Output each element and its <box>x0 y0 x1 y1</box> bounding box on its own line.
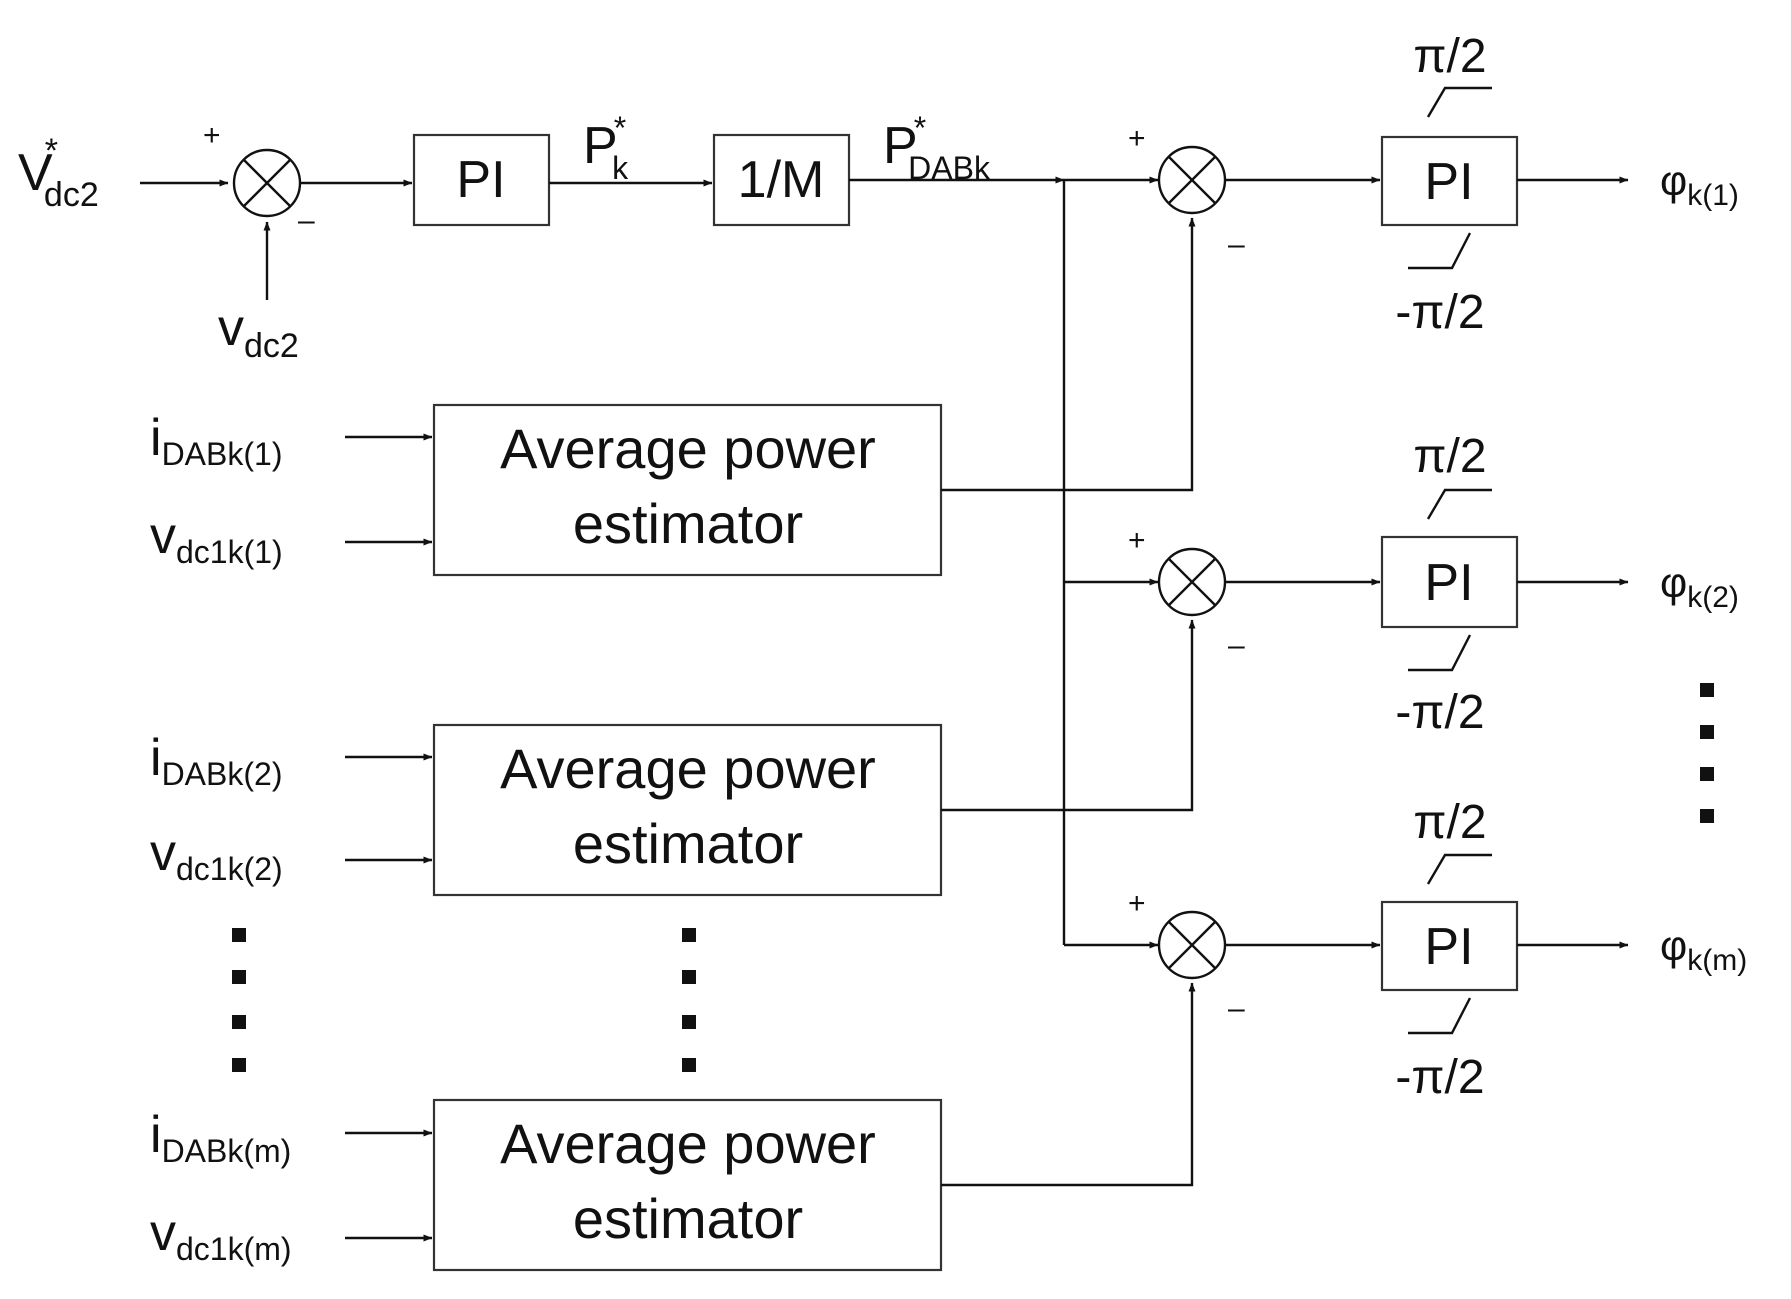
saturation-upper-1 <box>1426 86 1492 118</box>
vertical-ellipsis-right <box>1700 683 1714 823</box>
saturation-lower-m <box>1408 997 1472 1035</box>
upper-limit-label: π/2 <box>1413 430 1486 483</box>
vdc2-meas-label: vdc2 <box>218 299 299 365</box>
vdc1k-2-label: vdc1k(2) <box>150 824 283 887</box>
average-power-estimator-1: Average power estimator <box>432 403 943 577</box>
svg-text:estimator: estimator <box>573 812 803 875</box>
saturation-lower-1 <box>1408 232 1472 270</box>
svg-text:Average power: Average power <box>500 737 876 800</box>
summing-junction-1 <box>1157 145 1227 215</box>
plus-sign: + <box>1128 887 1146 920</box>
lower-limit-label: -π/2 <box>1395 286 1484 339</box>
svg-text:PI: PI <box>1424 554 1473 612</box>
upper-limit-label: π/2 <box>1413 796 1486 849</box>
inverse-m-block: 1/M <box>712 133 851 227</box>
minus-sign: – <box>1228 629 1245 662</box>
pdabk-ref-label: P*DABk <box>883 110 991 186</box>
pi-inner-block-m: PI <box>1380 900 1519 992</box>
output-phi-m: φk(m) <box>1660 922 1747 977</box>
estimator-row-m: iDABk(m) vdc1k(m) Average power estimato… <box>150 982 1196 1272</box>
vdc1k-m-label: vdc1k(m) <box>150 1204 292 1267</box>
i-dabk-2-label: iDABk(2) <box>150 729 282 792</box>
vdc1k-1-label: vdc1k(1) <box>150 507 283 570</box>
plus-sign: + <box>1128 122 1146 155</box>
svg-text:1/M: 1/M <box>738 151 825 209</box>
summing-junction-2 <box>1157 547 1227 617</box>
inner-loop-row-2: + – PI π/2 -π/2 φk(2) <box>1128 430 1739 739</box>
summing-junction-outer <box>232 148 302 218</box>
inner-loop-row-1: + – PI π/2 -π/2 φk(1) <box>1064 30 1739 339</box>
pi-inner-block-1: PI <box>1380 135 1519 227</box>
saturation-upper-2 <box>1426 488 1492 520</box>
plus-sign: + <box>1128 524 1146 557</box>
estimator-row-2: iDABk(2) vdc1k(2) Average power estimato… <box>150 619 1196 897</box>
output-phi-1: φk(1) <box>1660 157 1739 212</box>
pi-outer-block: PI <box>412 133 551 227</box>
svg-text:Average power: Average power <box>500 417 876 480</box>
average-power-estimator-m: Average power estimator <box>432 1098 943 1272</box>
lower-limit-label: -π/2 <box>1395 686 1484 739</box>
i-dabk-m-label: iDABk(m) <box>150 1106 291 1169</box>
upper-limit-label: π/2 <box>1413 30 1486 83</box>
svg-text:PI: PI <box>456 151 505 209</box>
plus-sign: + <box>203 119 221 152</box>
vdc2-ref-label: V*dc2 <box>18 132 99 214</box>
inner-loop-row-m: + – PI π/2 -π/2 φk(m) <box>1128 796 1747 1104</box>
minus-sign: – <box>298 204 315 237</box>
svg-text:PI: PI <box>1424 153 1473 211</box>
minus-sign: – <box>1228 992 1245 1025</box>
i-dabk-1-label: iDABk(1) <box>150 409 282 472</box>
lower-limit-label: -π/2 <box>1395 1051 1484 1104</box>
svg-text:estimator: estimator <box>573 1187 803 1250</box>
vertical-ellipsis-left <box>232 928 246 1072</box>
output-phi-2: φk(2) <box>1660 559 1739 614</box>
svg-text:estimator: estimator <box>573 492 803 555</box>
vertical-ellipsis-center <box>682 928 696 1072</box>
svg-text:PI: PI <box>1424 918 1473 976</box>
estimator-row-1: iDABk(1) vdc1k(1) Average power estimato… <box>150 217 1196 577</box>
summing-junction-m <box>1157 910 1227 980</box>
pi-inner-block-2: PI <box>1380 535 1519 629</box>
minus-sign: – <box>1228 228 1245 261</box>
saturation-lower-2 <box>1408 634 1472 672</box>
saturation-upper-m <box>1426 853 1492 885</box>
average-power-estimator-2: Average power estimator <box>432 723 943 897</box>
svg-text:Average power: Average power <box>500 1112 876 1175</box>
pk-ref-label: P*k <box>583 110 629 186</box>
